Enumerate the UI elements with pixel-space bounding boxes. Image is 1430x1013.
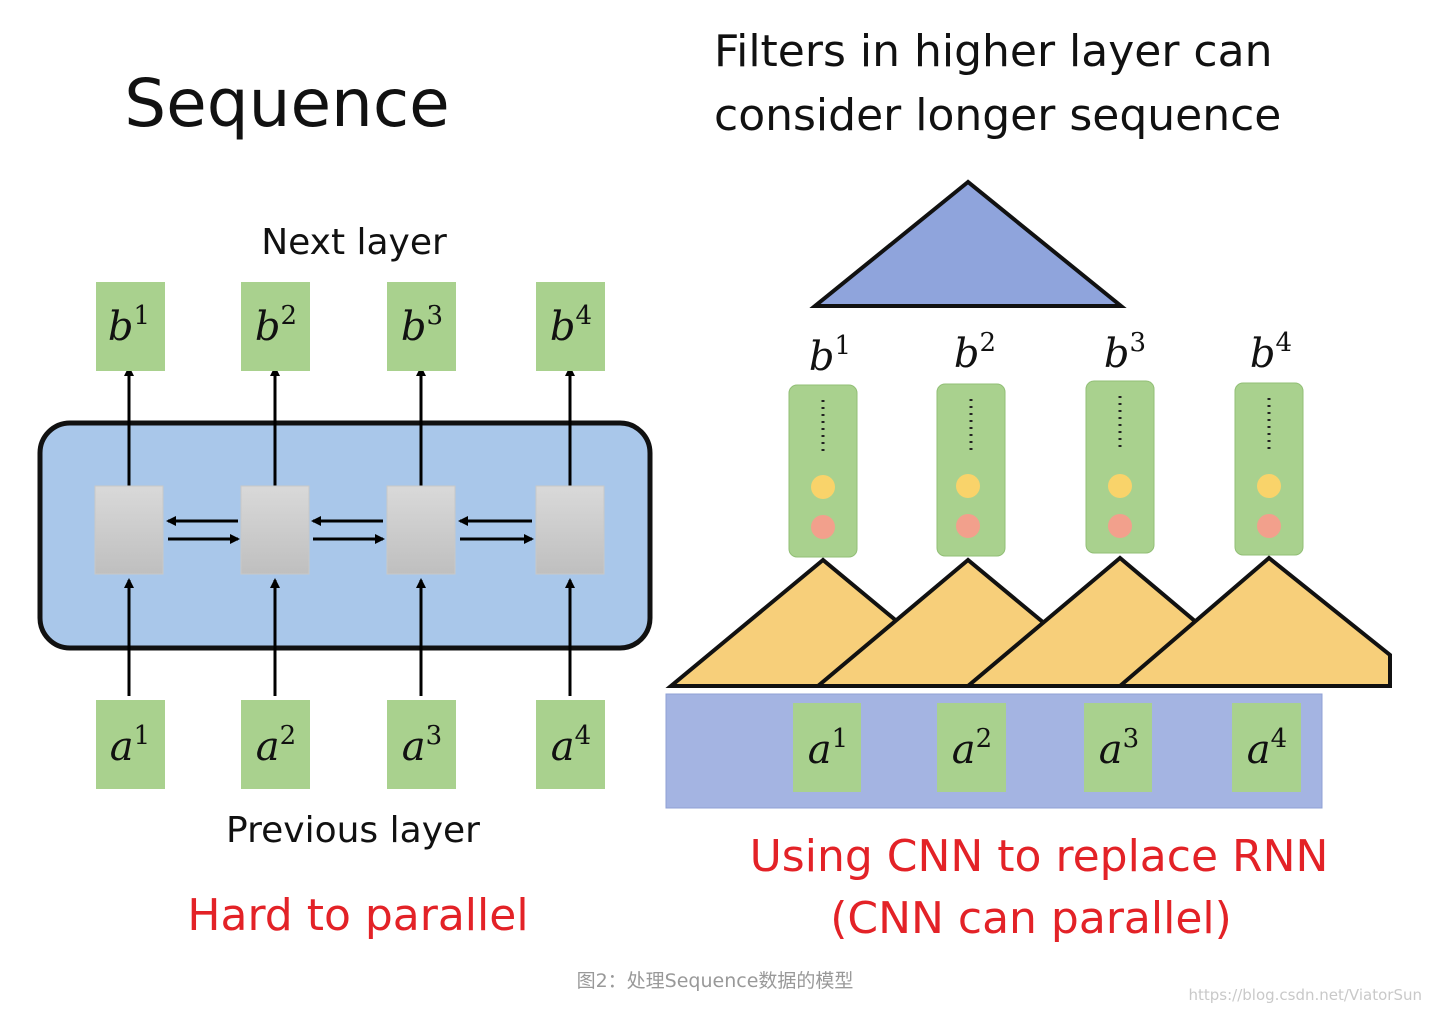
red-dot bbox=[1108, 514, 1132, 538]
top-filter-triangle bbox=[809, 179, 1127, 308]
cnn-note-line1: Using CNN to replace RNN bbox=[750, 831, 1329, 882]
cnn-output-labels: b1 b2 b3 b4 bbox=[809, 328, 1292, 380]
red-dot bbox=[811, 515, 835, 539]
cnn-feature-column-4 bbox=[1234, 382, 1304, 556]
rnn-vertical-arrows bbox=[124, 366, 575, 696]
next-layer-label: Next layer bbox=[261, 222, 447, 263]
cnn-input-box-1 bbox=[793, 703, 861, 792]
cnn-feature-column-1 bbox=[788, 384, 858, 558]
rnn-cell-3 bbox=[386, 485, 456, 575]
watermark-text: https://blog.csdn.net/ViatorSun bbox=[1188, 986, 1422, 1004]
yellow-dot bbox=[1257, 474, 1281, 498]
cnn-output-label-2: b2 bbox=[954, 328, 996, 377]
cnn-input-label-3: a3 bbox=[1099, 724, 1139, 773]
cnn-output-label-3: b3 bbox=[1104, 328, 1146, 377]
hard-to-parallel-note: Hard to parallel bbox=[187, 890, 528, 941]
red-dot bbox=[956, 514, 980, 538]
rnn-output-label-2: b2 bbox=[255, 301, 297, 350]
figure-caption: 图2：处理Sequence数据的模型 bbox=[576, 970, 854, 992]
left-title: Sequence bbox=[124, 65, 450, 142]
filter-triangle-4 bbox=[1114, 555, 1392, 688]
rnn-input-label-4: a4 bbox=[551, 721, 591, 770]
previous-layer-label: Previous layer bbox=[226, 810, 480, 851]
yellow-dot bbox=[956, 474, 980, 498]
yellow-dot bbox=[811, 475, 835, 499]
rnn-output-box-1 bbox=[96, 282, 165, 371]
cnn-input-label-1: a1 bbox=[808, 724, 848, 773]
rnn-output-boxes: b1 b2 b3 b4 bbox=[96, 282, 605, 371]
cnn-feature-columns bbox=[788, 380, 1304, 558]
rnn-input-label-3: a3 bbox=[402, 721, 442, 770]
cnn-input-box-4 bbox=[1232, 703, 1301, 792]
cnn-input-label-4: a4 bbox=[1247, 724, 1287, 773]
rnn-cell-1 bbox=[94, 485, 164, 575]
cnn-input-boxes: a1 a2 a3 a4 bbox=[793, 703, 1301, 792]
rnn-input-boxes: a1 a2 a3 a4 bbox=[96, 700, 605, 789]
rnn-cells bbox=[94, 485, 605, 575]
right-title-line1: Filters in higher layer can bbox=[714, 26, 1272, 77]
rnn-input-box-1 bbox=[96, 700, 165, 789]
rnn-horizontal-arrows bbox=[166, 516, 534, 544]
yellow-dot bbox=[1108, 474, 1132, 498]
cnn-filter-triangles bbox=[665, 555, 1392, 688]
rnn-input-box-4 bbox=[536, 700, 605, 789]
rnn-output-box-4 bbox=[536, 282, 605, 371]
cnn-output-label-4: b4 bbox=[1250, 328, 1292, 377]
rnn-panel bbox=[37, 420, 653, 651]
rnn-input-box-2 bbox=[241, 700, 310, 789]
cnn-input-box-3 bbox=[1084, 703, 1152, 792]
rnn-output-box-2 bbox=[241, 282, 310, 371]
rnn-input-label-1: a1 bbox=[110, 721, 150, 770]
rnn-input-box-3 bbox=[387, 700, 456, 789]
rnn-input-label-2: a2 bbox=[256, 721, 296, 770]
cnn-input-label-2: a2 bbox=[952, 724, 992, 773]
rnn-output-label-1: b1 bbox=[108, 301, 150, 350]
rnn-output-box-3 bbox=[387, 282, 456, 371]
cnn-note-line2: (CNN can parallel) bbox=[830, 893, 1232, 944]
rnn-output-label-3: b3 bbox=[401, 301, 443, 350]
cnn-output-label-1: b1 bbox=[809, 331, 851, 380]
cnn-input-box-2 bbox=[937, 703, 1006, 792]
red-dot bbox=[1257, 514, 1281, 538]
rnn-output-label-4: b4 bbox=[550, 301, 592, 350]
cnn-feature-column-2 bbox=[936, 383, 1006, 557]
rnn-cell-2 bbox=[240, 485, 310, 575]
right-title-line2: consider longer sequence bbox=[714, 90, 1281, 141]
cnn-feature-column-3 bbox=[1085, 380, 1155, 554]
rnn-cell-4 bbox=[535, 485, 605, 575]
